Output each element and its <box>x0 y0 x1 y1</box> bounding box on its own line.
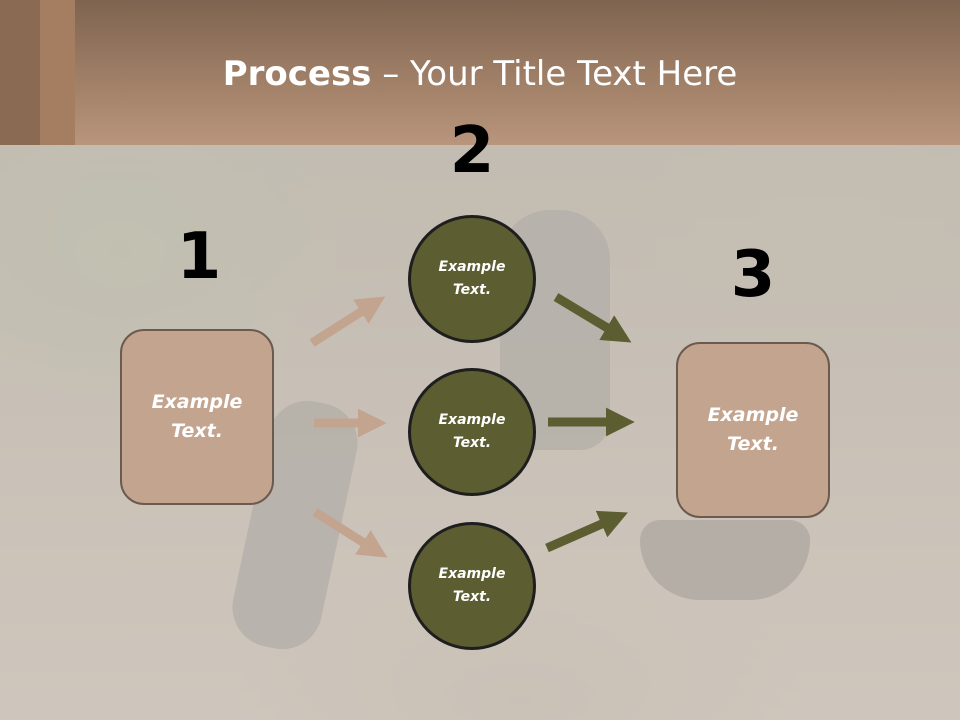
title-rest: – Your Title Text Here <box>371 54 738 94</box>
header-stripe <box>40 0 75 145</box>
title-band: Process – Your Title Text Here <box>0 0 960 145</box>
header-stripe <box>0 0 40 145</box>
slide-title[interactable]: Process – Your Title Text Here <box>0 54 960 94</box>
arrow-box1-to-circle3 <box>312 508 388 558</box>
step-number-3: 3 <box>730 238 776 312</box>
arrow-circle3-to-box3 <box>545 510 628 553</box>
arrow-box1-to-circle1 <box>309 296 386 347</box>
step-number-2: 2 <box>449 114 495 188</box>
arrow-circle1-to-box3 <box>553 293 632 343</box>
title-bold: Process <box>222 54 372 94</box>
step-number-1: 1 <box>176 220 222 294</box>
